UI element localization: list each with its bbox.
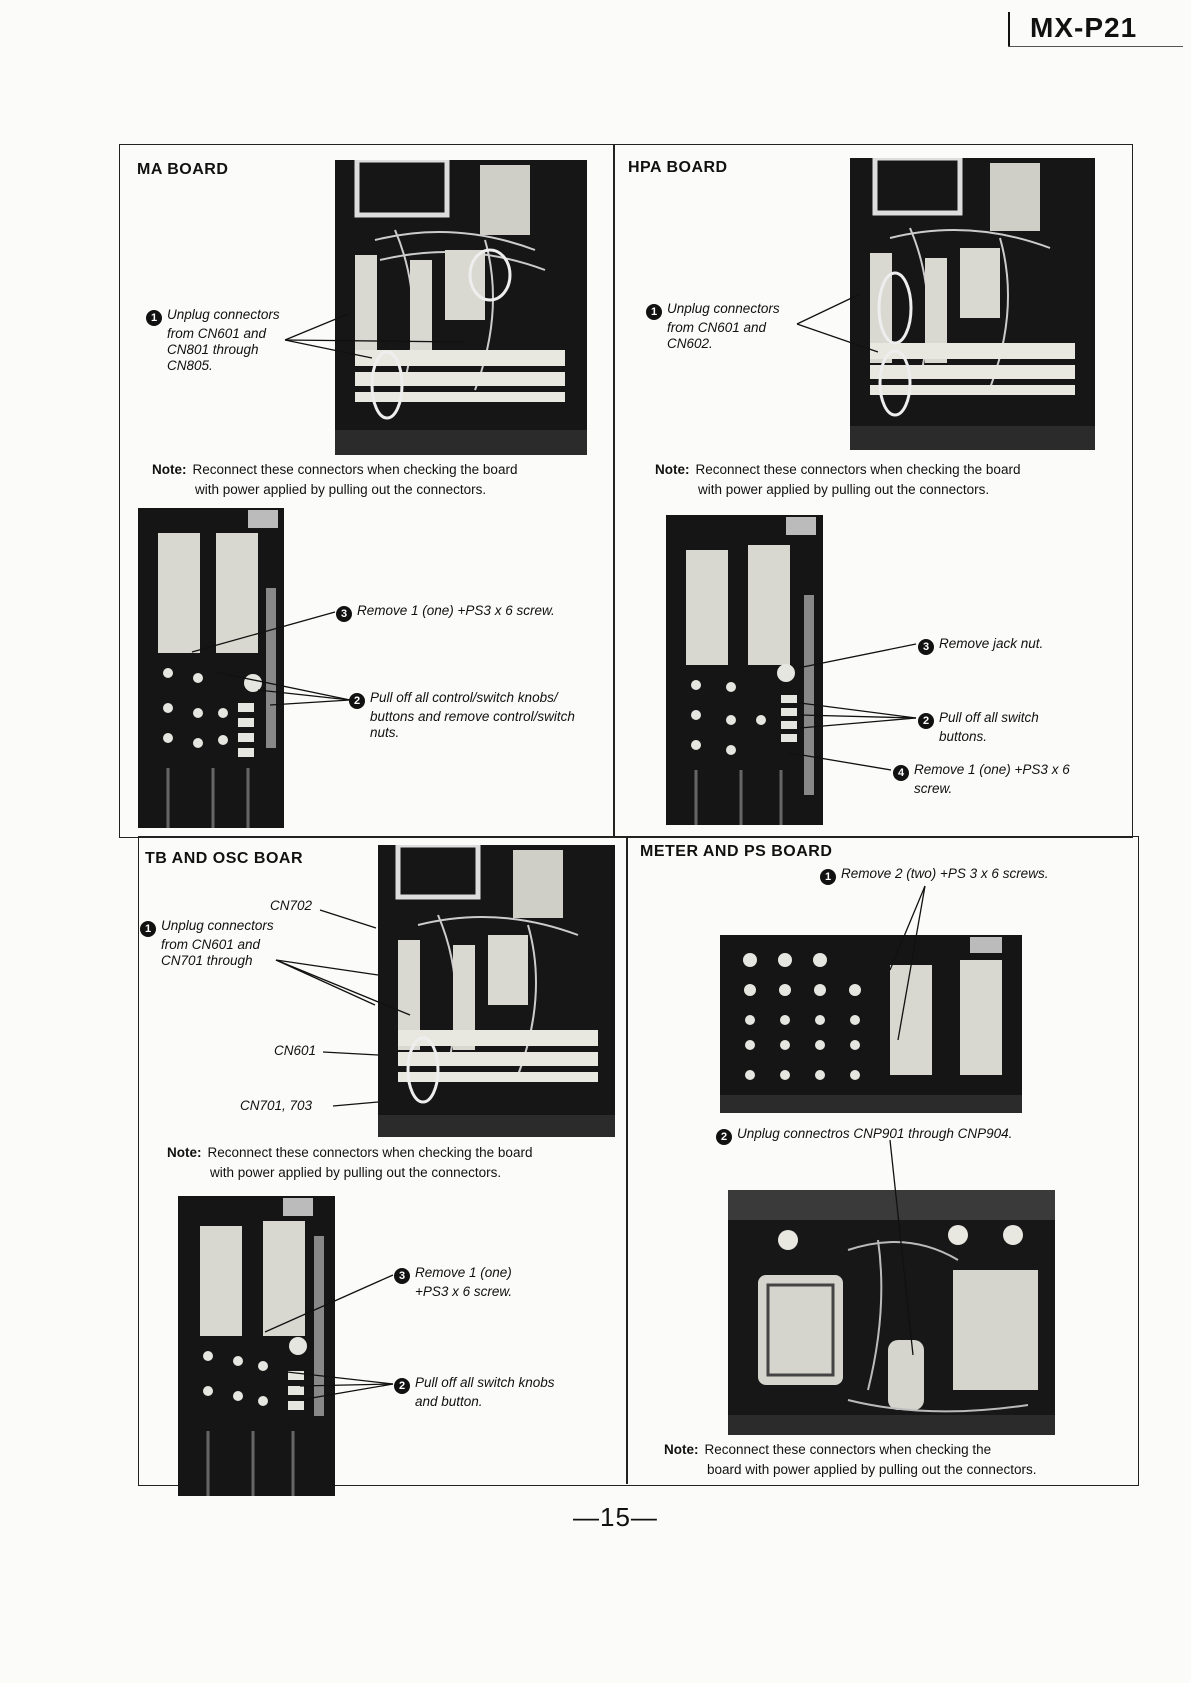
step-number-badge: 1 — [146, 310, 162, 326]
note-line: Reconnect these connectors when checking… — [207, 1145, 533, 1160]
step-number-badge: 1 — [820, 869, 836, 885]
hpa-board-title: HPA BOARD — [628, 159, 728, 176]
bottom-frame — [138, 836, 1139, 1486]
tb-label-cn601: CN601 — [274, 1043, 317, 1058]
tb-label-cn702: CN702 — [270, 898, 313, 913]
meter-step1-caption: 1 Remove 2 (two) +PS 3 x 6 screws. — [820, 866, 1048, 885]
ma-board-title: MA BOARD — [137, 161, 229, 178]
note-label: Note: — [664, 1442, 699, 1457]
step-number-badge: 1 — [646, 304, 662, 320]
note-line: board with power applied by pulling out … — [707, 1462, 1037, 1477]
note-line: Reconnect these connectors when checking… — [704, 1442, 992, 1457]
caption-line: from CN601 and — [667, 320, 767, 335]
meter-ps-board-title: METER AND PS BOARD — [640, 843, 833, 860]
ma-step1-caption: 1 Unplug connectors from CN601 and CN801 … — [146, 307, 280, 374]
bottom-divider — [626, 836, 628, 1484]
caption-line: nuts. — [370, 725, 400, 740]
caption-line: from CN601 and — [167, 326, 267, 341]
step-number-badge: 2 — [394, 1378, 410, 1394]
meter-board-photo — [720, 935, 1022, 1113]
caption-line: Unplug connectors — [161, 918, 274, 933]
meter-step2-caption: 2 Unplug connectros CNP901 through CNP904… — [716, 1126, 1012, 1145]
caption-line: Pull off all switch knobs — [415, 1375, 555, 1390]
hpa-step3-caption: 3 Remove jack nut. — [918, 636, 1043, 655]
tb-wiring-photo — [378, 845, 615, 1137]
caption-line: screw. — [914, 781, 953, 796]
caption-line: Remove 1 (one) +PS3 x 6 screw. — [357, 603, 555, 618]
step-number-badge: 3 — [918, 639, 934, 655]
caption-line: Unplug connectros CNP901 through CNP904. — [737, 1126, 1013, 1141]
ma-note: Note: Reconnect these connectors when che… — [152, 460, 517, 500]
caption-line: Pull off all control/switch knobs/ — [370, 690, 558, 705]
caption-line: buttons and remove control/switch — [370, 709, 575, 724]
step-number-badge: 3 — [336, 606, 352, 622]
note-line: Reconnect these connectors when checking… — [695, 462, 1021, 477]
note-label: Note: — [152, 462, 187, 477]
note-label: Note: — [655, 462, 690, 477]
header-rule — [1008, 46, 1183, 47]
caption-line: Unplug connectors — [167, 307, 280, 322]
hpa-note: Note: Reconnect these connectors when che… — [655, 460, 1020, 500]
step-number-badge: 3 — [394, 1268, 410, 1284]
ma-board-photo — [138, 508, 284, 828]
step-number-badge: 2 — [349, 693, 365, 709]
step-number-badge: 2 — [918, 713, 934, 729]
hpa-wiring-photo — [850, 158, 1095, 450]
ma-step2-caption: 2 Pull off all control/switch knobs/ butt… — [349, 690, 575, 741]
caption-line: Remove 1 (one) +PS3 x 6 — [914, 762, 1070, 777]
note-label: Note: — [167, 1145, 202, 1160]
tb-osc-board-title: TB AND OSC BOAR — [145, 850, 304, 867]
note-line: with power applied by pulling out the co… — [195, 482, 487, 497]
hpa-step4-caption: 4 Remove 1 (one) +PS3 x 6 screw. — [893, 762, 1070, 797]
caption-line: from CN601 and — [161, 937, 261, 952]
hpa-step1-caption: 1 Unplug connectors from CN601 and CN602. — [646, 301, 780, 352]
meter-note: Note: Reconnect these connectors when che… — [664, 1440, 1036, 1480]
page-number: —15— — [573, 1502, 658, 1532]
note-line: with power applied by pulling out the co… — [210, 1165, 502, 1180]
tb-step1-caption: 1 Unplug connectors from CN601 and CN701 … — [140, 918, 274, 969]
tb-board-photo — [178, 1196, 335, 1496]
tb-label-cn701-703: CN701, 703 — [240, 1098, 313, 1113]
step-number-badge: 4 — [893, 765, 909, 781]
ma-wiring-photo — [335, 160, 587, 455]
hpa-board-photo — [666, 515, 823, 825]
caption-line: buttons. — [939, 729, 988, 744]
header-rule-vertical — [1008, 12, 1010, 46]
caption-line: and button. — [415, 1394, 483, 1409]
caption-line: CN805. — [167, 358, 213, 373]
hpa-step2-caption: 2 Pull off all switch buttons. — [918, 710, 1039, 745]
caption-line: +PS3 x 6 screw. — [415, 1284, 513, 1299]
caption-line: CN801 through — [167, 342, 259, 357]
caption-line: Unplug connectors — [667, 301, 780, 316]
note-line: Reconnect these connectors when checking… — [192, 462, 518, 477]
step-number-badge: 1 — [140, 921, 156, 937]
step-number-badge: 2 — [716, 1129, 732, 1145]
caption-line: Remove 2 (two) +PS 3 x 6 screws. — [841, 866, 1049, 881]
tb-note: Note: Reconnect these connectors when che… — [167, 1143, 532, 1183]
ma-step3-caption: 3 Remove 1 (one) +PS3 x 6 screw. — [336, 603, 555, 622]
caption-line: CN602. — [667, 336, 713, 351]
note-line: with power applied by pulling out the co… — [698, 482, 990, 497]
caption-line: Pull off all switch — [939, 710, 1039, 725]
top-divider — [613, 144, 615, 836]
caption-line: CN701 through — [161, 953, 253, 968]
tb-step3-caption: 3 Remove 1 (one) +PS3 x 6 screw. — [394, 1265, 512, 1300]
ps-board-photo — [728, 1190, 1055, 1435]
caption-line: Remove jack nut. — [939, 636, 1044, 651]
caption-line: Remove 1 (one) — [415, 1265, 512, 1280]
tb-step2-caption: 2 Pull off all switch knobs and button. — [394, 1375, 555, 1410]
model-number: MX-P21 — [1030, 12, 1138, 43]
